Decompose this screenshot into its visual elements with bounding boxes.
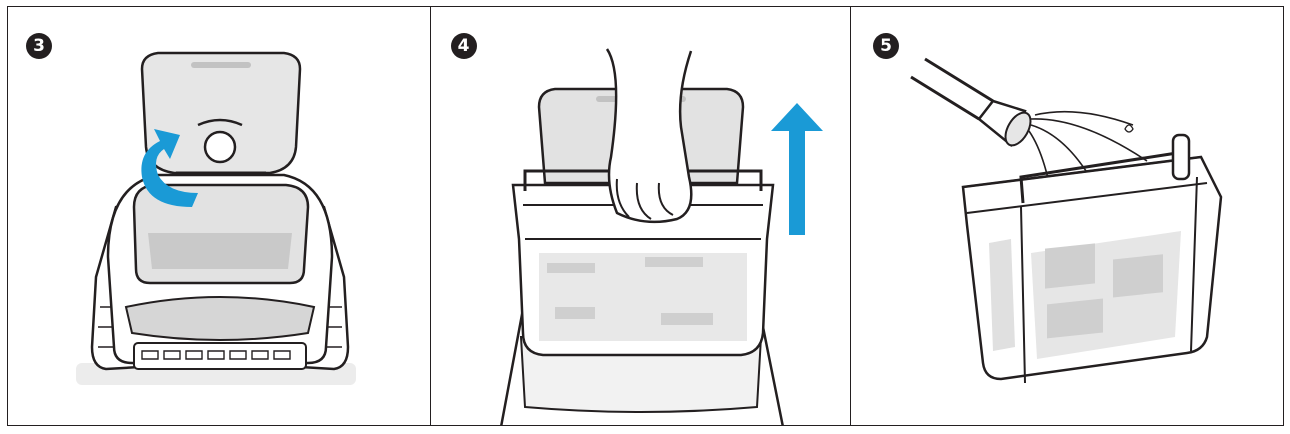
step-panel-4: 4: [430, 6, 852, 426]
rinse-hose-icon: [911, 59, 993, 119]
lid-knob: [205, 132, 235, 162]
basket-mesh-side: [989, 239, 1015, 351]
lift-up-arrow-icon: [771, 103, 823, 235]
brush-roller: [134, 343, 306, 369]
step-panel-3: 3: [7, 6, 431, 426]
lift-basket-illustration: [431, 7, 852, 426]
robot-lid-open-illustration: [8, 7, 431, 426]
front-bumper: [126, 297, 314, 340]
step-panel-5: 5: [850, 6, 1284, 426]
hand: [607, 49, 691, 222]
rinse-basket-illustration: [851, 7, 1284, 426]
filter-cavity-inner: [148, 233, 292, 269]
